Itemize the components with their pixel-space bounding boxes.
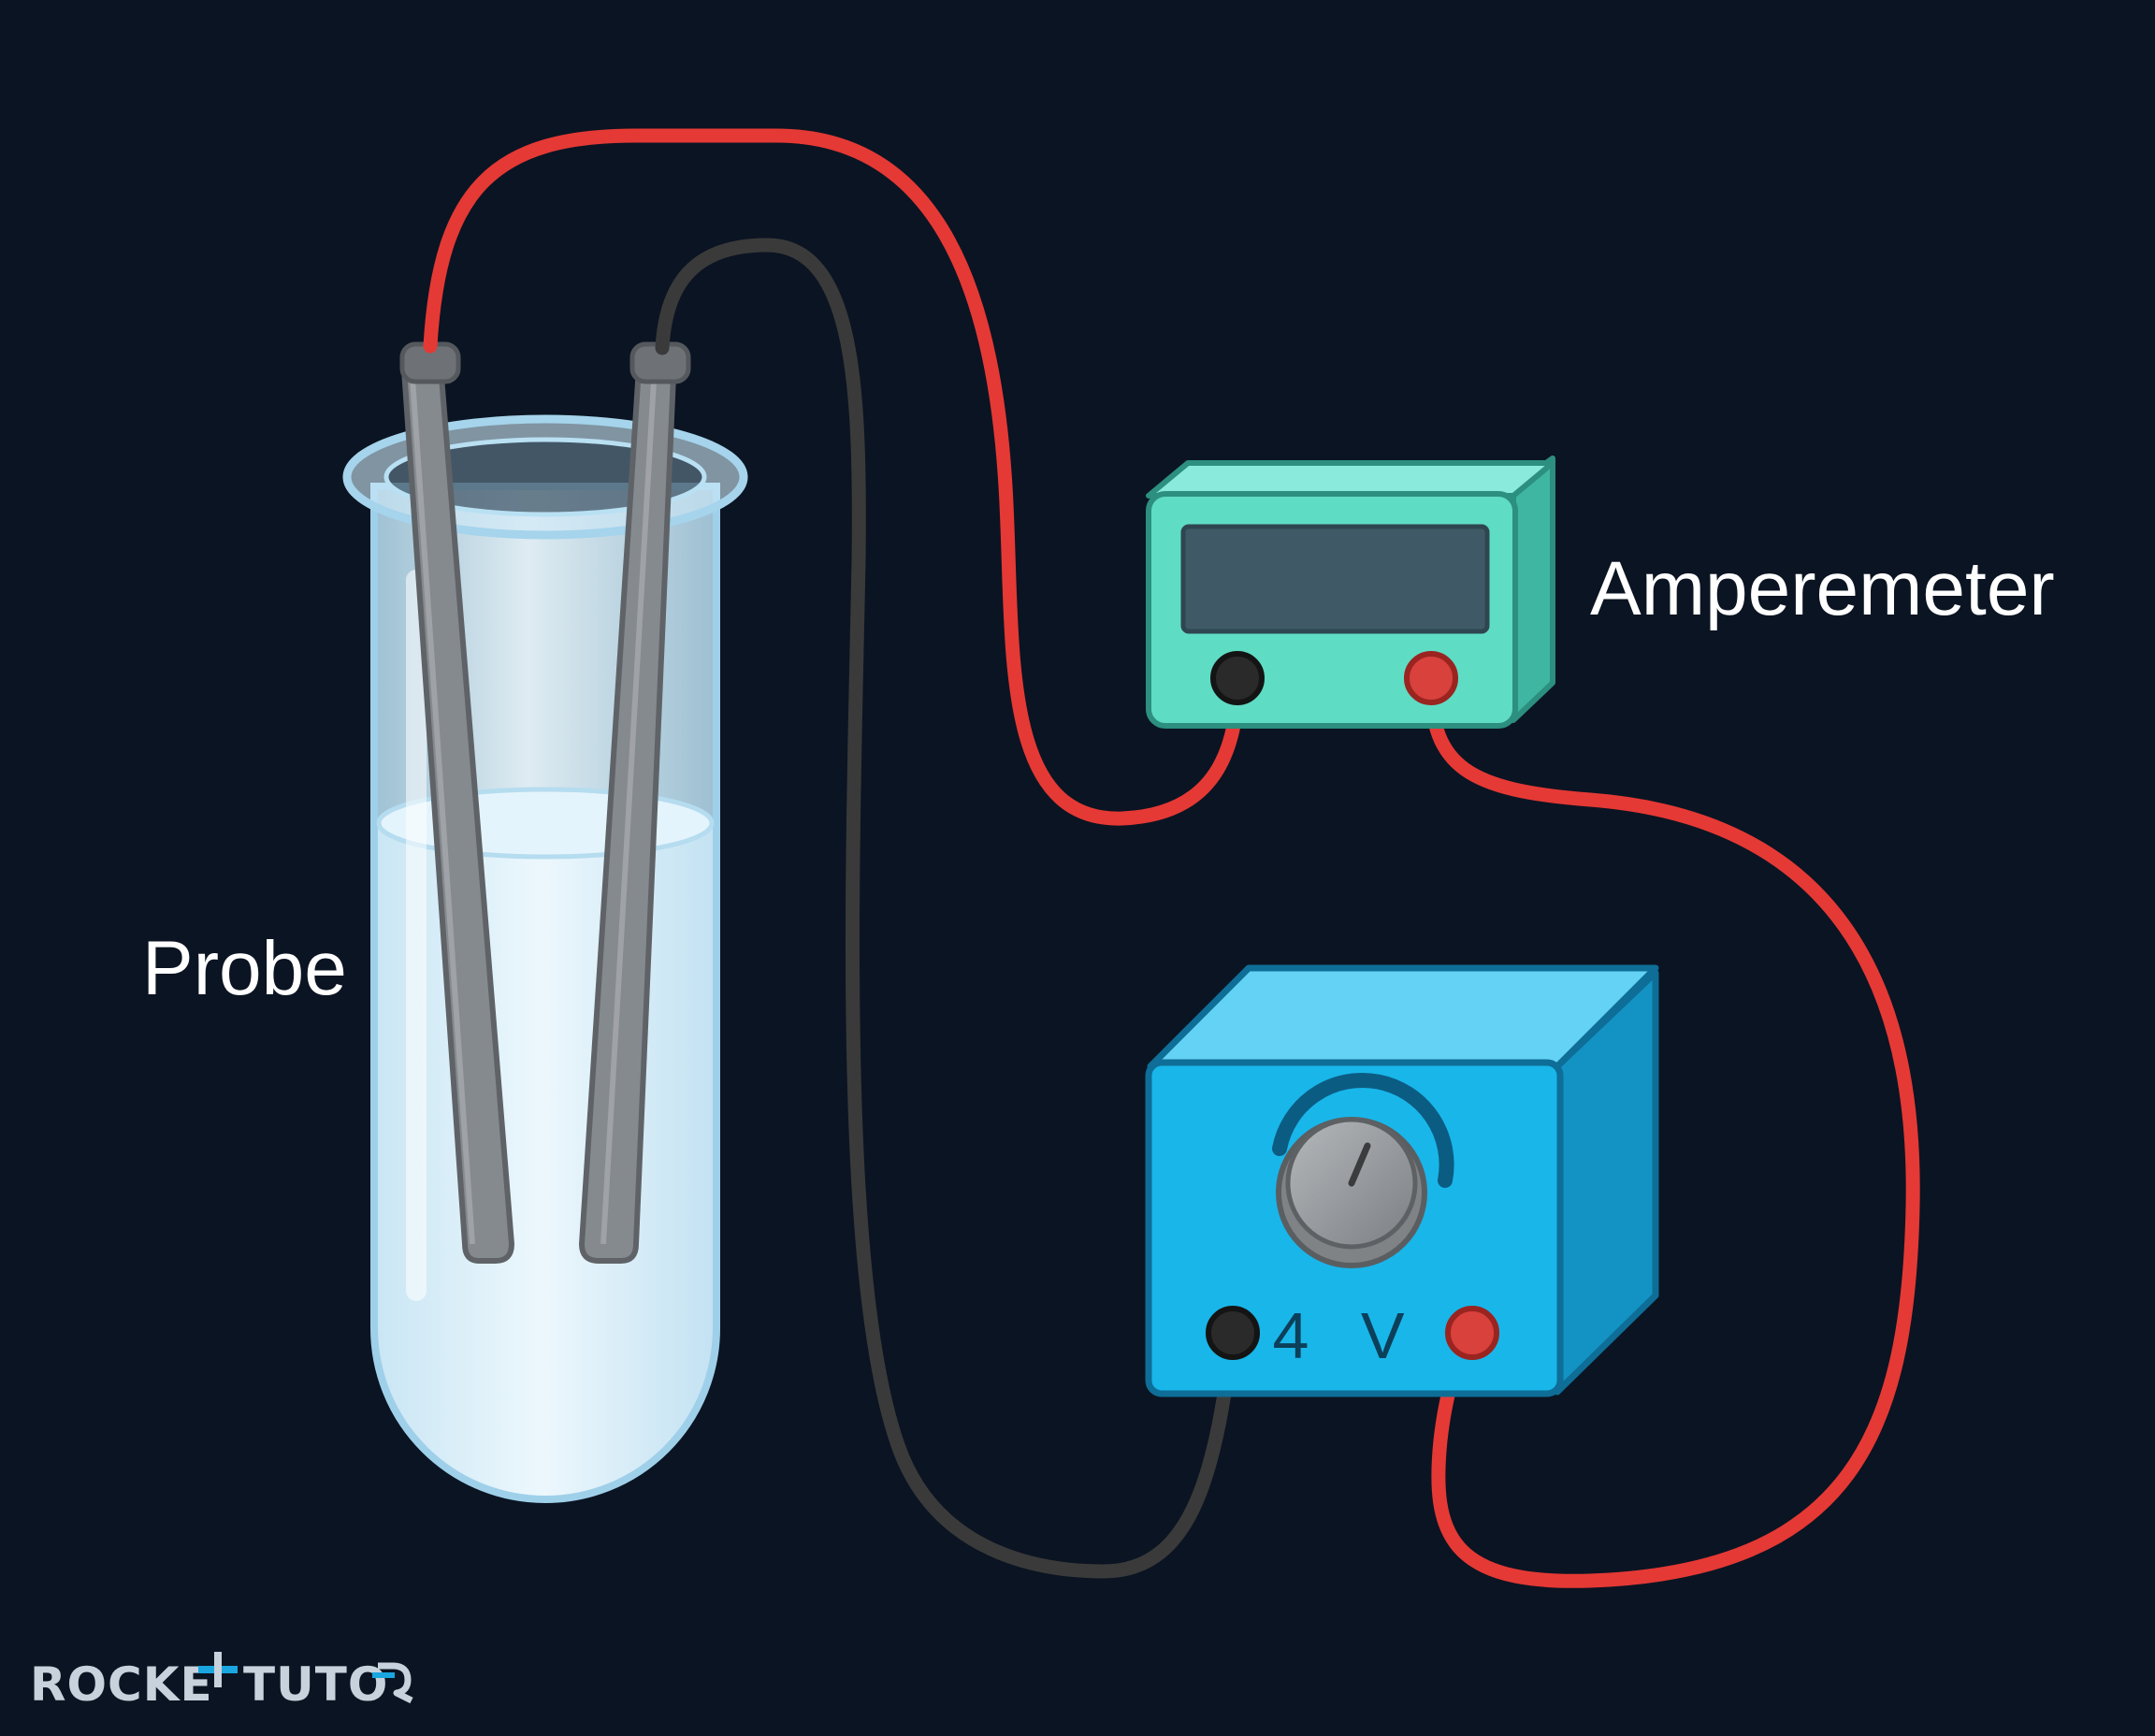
test-tube-icon <box>342 414 748 1503</box>
ammeter-top <box>1146 460 1555 499</box>
electrode-left <box>399 341 514 1264</box>
power-supply-terminal-black <box>1206 1306 1260 1360</box>
probe-label: Probe <box>142 926 347 1011</box>
voltage-label: 4 V <box>1272 1299 1421 1372</box>
logo-plus-icon <box>198 1652 238 1687</box>
red-wire-ammeter-to-supply <box>1424 675 1920 1588</box>
liquid <box>378 823 713 1496</box>
logo-text-part1: ROCKE <box>30 1657 213 1712</box>
ammeter-label: Amperemeter <box>1590 546 2055 631</box>
power-supply-terminal-red <box>1445 1306 1499 1360</box>
black-wire-probe-to-supply <box>655 238 1240 1579</box>
ammeter-icon <box>1146 456 1555 729</box>
power-supply-icon: 4 V <box>1145 964 1659 1397</box>
ammeter-side <box>1511 456 1555 723</box>
ammeter-terminal-red <box>1404 651 1458 705</box>
logo-text-part2: TUTO <box>243 1657 388 1712</box>
logo: ROCKE TUTO <box>30 1652 413 1712</box>
liquid-surface <box>376 787 715 860</box>
ammeter-display <box>1180 524 1490 634</box>
knob-icon <box>1276 1117 1427 1268</box>
logo-r-icon <box>372 1662 413 1704</box>
knob-scale <box>1272 1072 1454 1188</box>
ammeter-terminal-black <box>1210 651 1265 705</box>
test-tube-opening <box>383 437 707 517</box>
red-wire-probe-to-ammeter <box>423 128 1247 826</box>
electrode-right <box>579 341 691 1264</box>
